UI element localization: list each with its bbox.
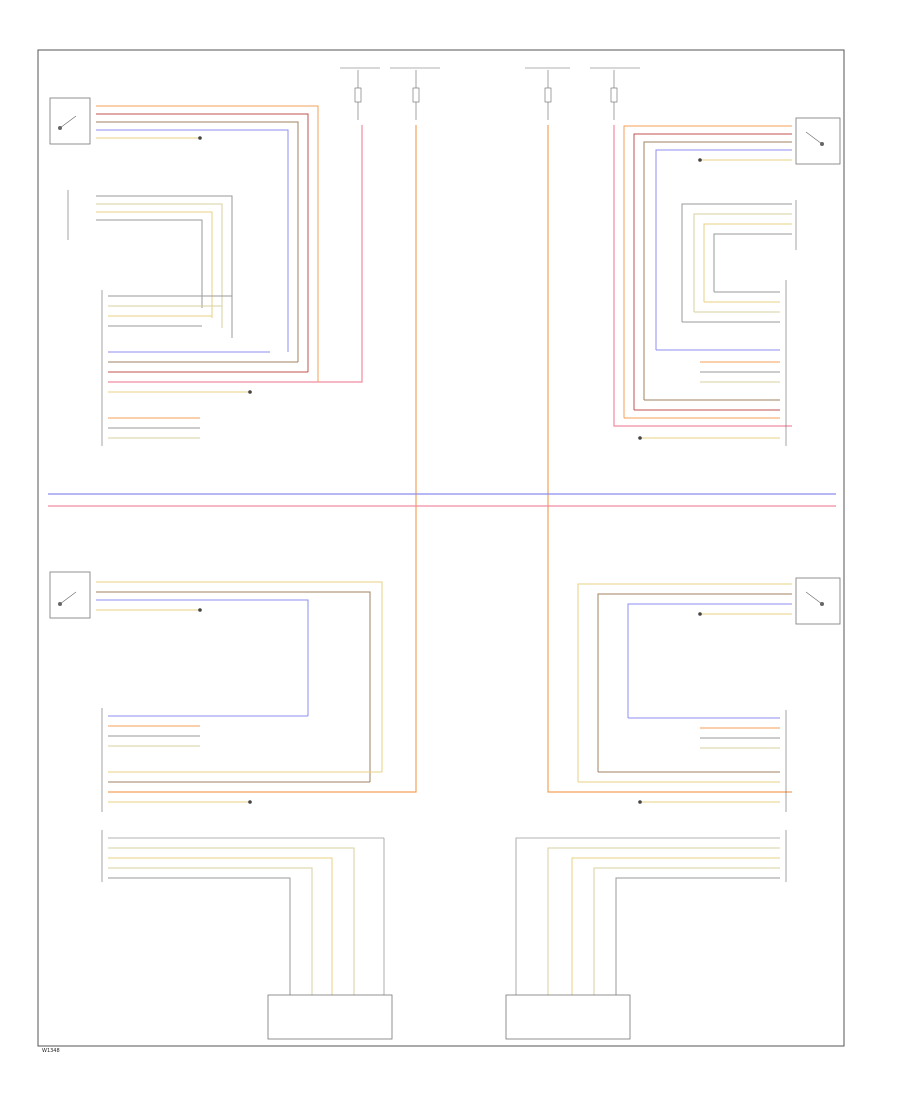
footer-code: W1348	[42, 1048, 60, 1054]
wire-pink-feed-left	[108, 125, 363, 383]
driver-rear-door-lock-unit	[267, 994, 393, 1040]
wire-pink-feed-right	[613, 125, 792, 427]
passenger-rear-door-lock-unit	[505, 994, 631, 1040]
fuse-block-left	[340, 67, 440, 120]
driver-front-door-switch	[49, 97, 91, 145]
passenger-rear-door-switch	[795, 577, 841, 625]
diagram-frame	[37, 49, 845, 1047]
splice-points	[198, 136, 702, 804]
wire-orange-feed-right	[547, 125, 792, 793]
passenger-front-door-switch	[795, 117, 841, 165]
driver-rear-door-switch	[49, 571, 91, 619]
fuse-block-right	[525, 67, 640, 120]
wire-orange-feed-left	[108, 125, 417, 793]
